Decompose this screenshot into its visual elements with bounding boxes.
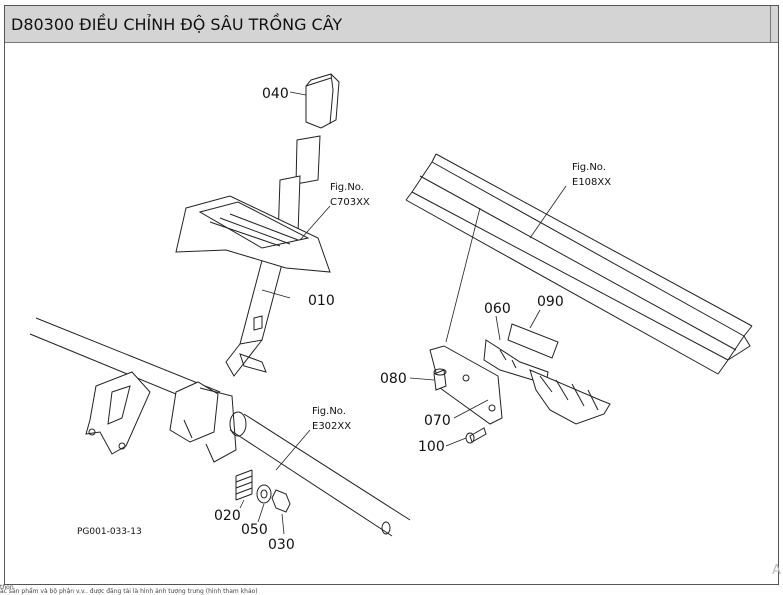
plate-090 <box>507 323 559 359</box>
callout-080: 080 <box>380 371 407 387</box>
callout-060: 060 <box>484 301 511 317</box>
callout-030: 030 <box>268 537 295 553</box>
washer-050 <box>256 484 272 504</box>
callout-040: 040 <box>262 86 289 102</box>
callout-100: 100 <box>418 439 445 455</box>
figref-e108-title: Fig.No. <box>572 162 606 173</box>
fins <box>529 369 611 425</box>
figref-e302-title: Fig.No. <box>312 406 346 417</box>
corner-mark: A <box>772 563 781 578</box>
main-shaft <box>29 317 411 537</box>
page-title: D80300 ĐIỀU CHỈNH ĐỘ SÂU TRỒNG CÂY <box>5 6 778 43</box>
bolt-080 <box>433 368 447 391</box>
bolt-100 <box>465 427 487 444</box>
callout-090: 090 <box>537 294 564 310</box>
knob-040 <box>305 73 340 129</box>
diagram-code: PG001-033-13 <box>77 527 142 537</box>
footer-line-1: thôn <box>0 584 14 591</box>
callout-020: 020 <box>214 508 241 524</box>
figref-c703-code: C703XX <box>330 197 370 208</box>
console-cover <box>175 195 331 273</box>
leader-lines <box>239 91 567 535</box>
title-bar-end <box>770 6 778 42</box>
spring-020 <box>235 469 253 501</box>
figref-c703-title: Fig.No. <box>330 182 364 193</box>
diagram-frame: D80300 ĐIỀU CHỈNH ĐỘ SÂU TRỒNG CÂY <box>4 5 779 585</box>
figref-e302-code: E302XX <box>312 421 351 432</box>
left-bracket <box>85 371 151 455</box>
frame-rails <box>405 153 753 375</box>
figref-e108-code: E108XX <box>572 177 611 188</box>
callout-050: 050 <box>241 522 268 538</box>
callout-070: 070 <box>424 413 451 429</box>
nut-030 <box>271 489 291 513</box>
callout-010: 010 <box>308 293 335 309</box>
